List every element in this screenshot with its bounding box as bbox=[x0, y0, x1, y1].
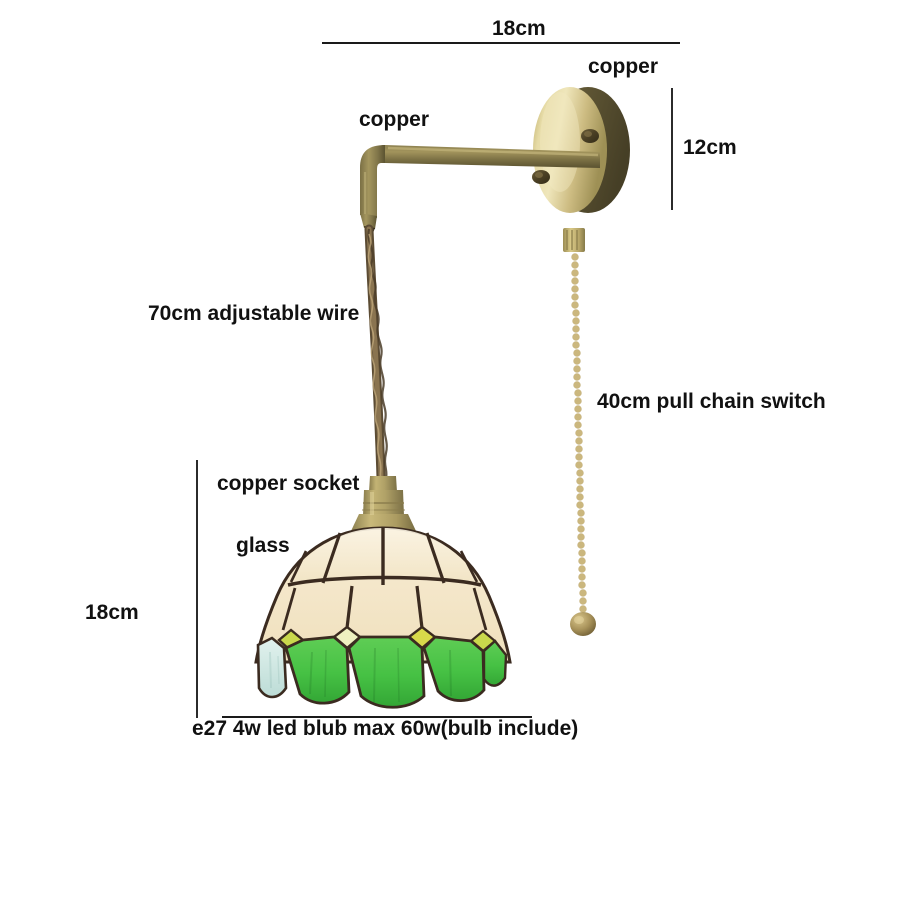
pull-chain-group bbox=[563, 228, 596, 636]
label-adjustable-wire: 70cm adjustable wire bbox=[148, 302, 360, 325]
green-border-panels bbox=[256, 635, 508, 709]
label-copper-socket: copper socket bbox=[217, 472, 360, 495]
plate-bolt-upper bbox=[581, 129, 599, 143]
bulb-label-underline bbox=[222, 716, 532, 718]
chain-beads bbox=[571, 253, 587, 613]
plate-bolt-lower bbox=[532, 170, 550, 184]
dimension-line-width-top bbox=[322, 42, 680, 44]
label-glass: glass bbox=[236, 534, 290, 557]
label-bulb-spec: e27 4w led blub max 60w(bulb include) bbox=[192, 717, 579, 740]
label-plate-height: 12cm bbox=[683, 136, 737, 159]
wall-plate-group bbox=[532, 87, 630, 213]
chain-finial bbox=[570, 612, 596, 636]
dimension-line-plate-height bbox=[671, 88, 673, 210]
adjustable-cord-group bbox=[364, 224, 388, 483]
dimension-line-shade-height bbox=[196, 460, 198, 718]
label-width-top: 18cm bbox=[492, 17, 546, 40]
label-arm-material: copper bbox=[359, 108, 430, 131]
label-pull-chain: 40cm pull chain switch bbox=[597, 390, 826, 413]
glass-shade-group bbox=[254, 526, 512, 709]
label-plate-material: copper bbox=[588, 55, 659, 78]
label-shade-height: 18cm bbox=[85, 601, 139, 624]
copper-socket-group bbox=[351, 476, 416, 531]
